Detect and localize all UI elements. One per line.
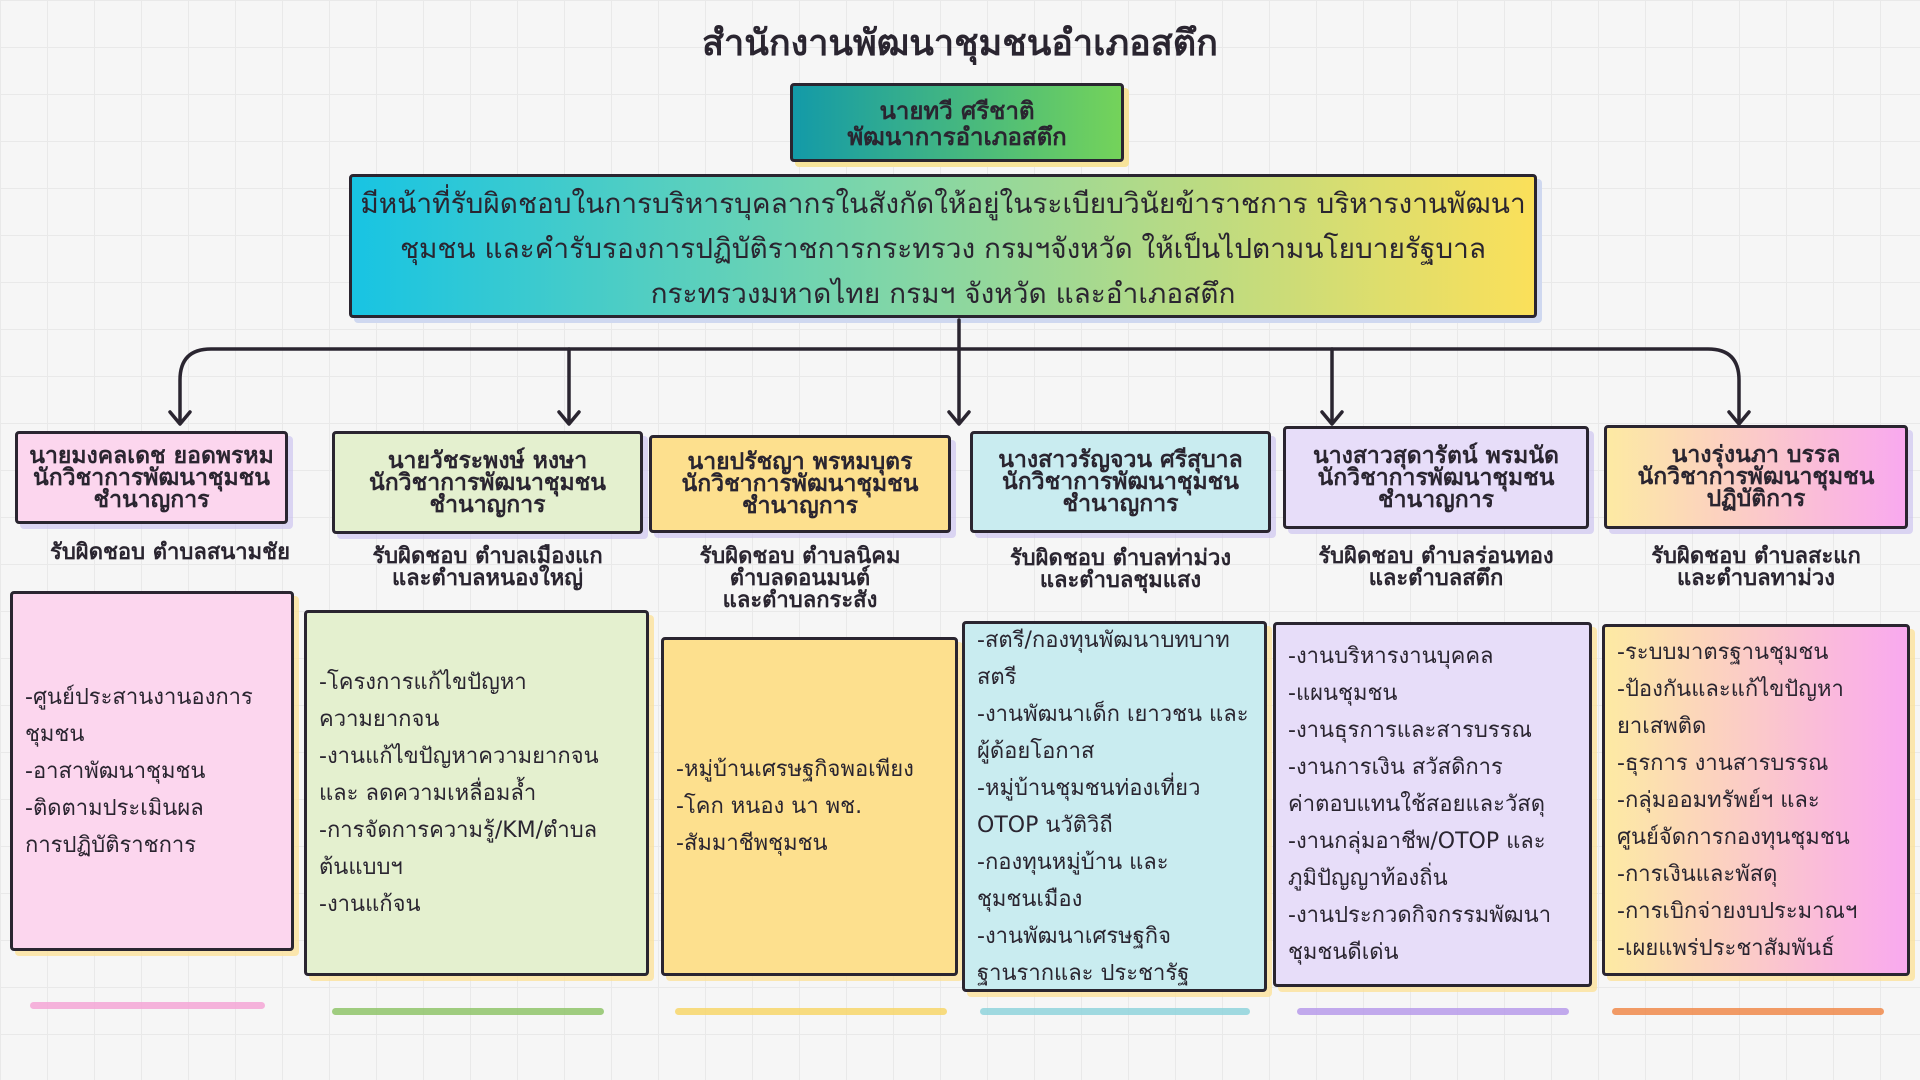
duty-item: -กลุ่มออมทรัพย์ฯ และ ศูนย์จัดการกองทุนชุ… [1617, 787, 1850, 850]
duty-item: -หมู่บ้านชุมชนท่องเที่ยว OTOP นวัติวิถี [977, 775, 1201, 838]
staff-level: ชำนาญการ [429, 491, 546, 518]
description-line: กระทรวงมหาดไทย กรมฯ จังหวัด และอำเภอสตึก [650, 277, 1236, 310]
staff-level: ปฏิบัติการ [1706, 486, 1806, 512]
duty-item: -ติดตามประเมินผล การปฏิบัติราชการ [25, 795, 204, 858]
staff-card-header[interactable]: นางสาวสุดารัตน์ พรมนัดนักวิชาการพัฒนาชุม… [1283, 426, 1589, 529]
staff-name: นางรุ่งนภา บรรล [1671, 442, 1841, 468]
staff-level: ชำนาญการ [1378, 486, 1494, 513]
staff-position: นักวิชาการพัฒนาชุมชน [1637, 464, 1875, 490]
duties-box: -ศูนย์ประสานงานองการ ชุมชน -อาสาพัฒนาชุมช… [10, 591, 294, 951]
staff-name: นายวัชระพงษ์ หงษา [387, 447, 588, 474]
staff-card-header[interactable]: นายมงคลเดช ยอดพรหมนักวิชาการพัฒนาชุมชนชำ… [15, 431, 288, 524]
head-position: พัฒนาการอำเภอสตึก [847, 123, 1067, 151]
duties-box: -ระบบมาตรฐานชุมชน -ป้องกันและแก้ไขปัญหา ย… [1602, 624, 1910, 976]
page-title: สำนักงานพัฒนาชุมชนอำเภอสตึก [702, 23, 1218, 64]
staff-name: นายปรัชญา พรหมบุตร [687, 449, 913, 475]
staff-name: นางสาวสุดารัตน์ พรมนัด [1313, 442, 1559, 469]
duty-item: -งานบริหารงานบุคคล [1288, 644, 1494, 669]
staff-position: นักวิชาการพัฒนาชุมชน [1317, 464, 1555, 491]
arrowheads [168, 410, 1751, 426]
description-line: ชุมชน และคำรับรองการปฏิบัติราชการกระทรวง… [399, 232, 1487, 265]
description-box: มีหน้าที่รับผิดชอบในการบริหารบุคลากรในสั… [349, 174, 1537, 318]
head-name: นายทวี ศรีชาติ [879, 97, 1035, 125]
responsibility-area: รับผิดชอบ ตำบลท่าม่วง และตำบลชุมแสง [1009, 546, 1232, 593]
staff-card-header[interactable]: นายวัชระพงษ์ หงษานักวิชาการพัฒนาชุมชนชำน… [332, 431, 643, 534]
duty-item: -สตรี/กองทุนพัฒนาบทบาท สตรี [977, 627, 1230, 690]
duty-item: -โคก หนอง นา พช. [676, 794, 863, 819]
duty-item: -อาสาพัฒนาชุมชน [25, 758, 206, 784]
duty-item: -ธุรการ งานสารบรรณ [1617, 750, 1829, 776]
duty-item: -งานประกวดกิจกรรมพัฒนา ชุมชนดีเด่น [1288, 903, 1552, 965]
duties-box: -งานบริหารงานบุคคล -แผนชุมชน -งานธุรการและ… [1273, 622, 1592, 987]
staff-name: นางสาวรัญจวน ศรีสุบาล [998, 447, 1243, 473]
staff-card-header[interactable]: นางรุ่งนภา บรรลนักวิชาการพัฒนาชุมชนปฏิบั… [1604, 425, 1908, 529]
staff-position: นักวิชาการพัฒนาชุมชน [369, 469, 606, 496]
accent-underline [980, 1008, 1250, 1015]
duty-item: -งานการเงิน สวัสดิการ ค่าตอบแทนใช้สอยและ… [1288, 755, 1546, 817]
staff-position: นักวิชาการพัฒนาชุมชน [33, 464, 270, 491]
accent-underline [332, 1008, 604, 1015]
staff-card-header[interactable]: นายปรัชญา พรหมบุตรนักวิชาการพัฒนาชุมชนชำ… [649, 435, 951, 533]
duty-item: -กองทุนหมู่บ้าน และ ชุมชนเมือง [977, 849, 1169, 912]
staff-level: ชำนาญการ [742, 493, 858, 519]
responsibility-area: รับผิดชอบ ตำบลสะแก และตำบลทาม่วง [1651, 544, 1861, 591]
duty-item: -การเงินและพัสดุ [1617, 861, 1778, 887]
responsibility-area: รับผิดชอบ ตำบลสนามชัย [50, 540, 290, 565]
duty-item: -งานกลุ่มอาชีพ/OTOP และ ภูมิปัญญาท้องถิ่… [1288, 829, 1546, 891]
connector-bus [178, 347, 1741, 424]
staff-name: นายมงคลเดช ยอดพรหม [29, 442, 274, 469]
duty-item: -หมู่บ้านเศรษฐกิจพอเพียง [676, 757, 914, 782]
duty-item: -ศูนย์ประสานงานองการ ชุมชน [25, 684, 253, 747]
duty-item: -เผยแพร่ประชาสัมพันธ์ [1617, 935, 1835, 961]
responsibility-area: รับผิดชอบ ตำบลเมืองแก และตำบลหนองใหญ่ [372, 544, 603, 591]
duty-item: -งานแก้ไขปัญหาความยากจน และ ลดความเหลื่อ… [319, 743, 599, 806]
responsibility-area: รับผิดชอบ ตำบลร่อนทอง และตำบลสตึก [1318, 544, 1554, 591]
duties-box: -หมู่บ้านเศรษฐกิจพอเพียง -โคก หนอง นา พช.… [661, 637, 958, 976]
accent-underline [1297, 1008, 1569, 1015]
duty-item: -งานพัฒนาเด็ก เยาวชน และ ผู้ด้อยโอกาส [977, 701, 1249, 764]
duty-item: -ป้องกันและแก้ไขปัญหา ยาเสพติด [1617, 676, 1844, 739]
duty-item: -งานแก้จน [319, 891, 421, 917]
duty-item: -แผนชุมชน [1288, 681, 1398, 706]
accent-underline [30, 1002, 265, 1009]
staff-level: ชำนาญการ [1062, 491, 1179, 517]
duties-box: -สตรี/กองทุนพัฒนาบทบาท สตรี -งานพัฒนาเด็ก… [962, 621, 1267, 992]
description-line: มีหน้าที่รับผิดชอบในการบริหารบุคลากรในสั… [360, 187, 1526, 220]
duty-item: -โครงการแก้ไขปัญหา ความยากจน [319, 669, 527, 732]
duty-item: -ระบบมาตรฐานชุมชน [1617, 639, 1829, 665]
duty-item: -การเบิกจ่ายงบประมาณฯ [1617, 898, 1858, 924]
staff-card-header[interactable]: นางสาวรัญจวน ศรีสุบาลนักวิชาการพัฒนาชุมช… [970, 431, 1271, 533]
duty-item: -การจัดการความรู้/KM/ตำบล ต้นแบบฯ [319, 817, 598, 880]
duties-box: -โครงการแก้ไขปัญหา ความยากจน -งานแก้ไขปัญ… [304, 610, 649, 976]
accent-underline [675, 1008, 947, 1015]
staff-position: นักวิชาการพัฒนาชุมชน [1002, 469, 1239, 495]
duty-item: -งานธุรการและสารบรรณ [1288, 718, 1532, 743]
accent-underline [1612, 1008, 1884, 1015]
responsibility-area: รับผิดชอบ ตำบลนิคม ตำบลดอนมนต์ และตำบลกร… [699, 544, 901, 613]
head-node[interactable]: นายทวี ศรีชาติ พัฒนาการอำเภอสตึก [790, 83, 1124, 162]
duty-item: -สัมมาชีพชุมชน [676, 831, 828, 856]
staff-position: นักวิชาการพัฒนาชุมชน [681, 471, 919, 497]
duty-item: -งานพัฒนาเศรษฐกิจ ฐานรากและ ประชารัฐ [977, 923, 1190, 986]
staff-level: ชำนาญการ [93, 486, 210, 513]
